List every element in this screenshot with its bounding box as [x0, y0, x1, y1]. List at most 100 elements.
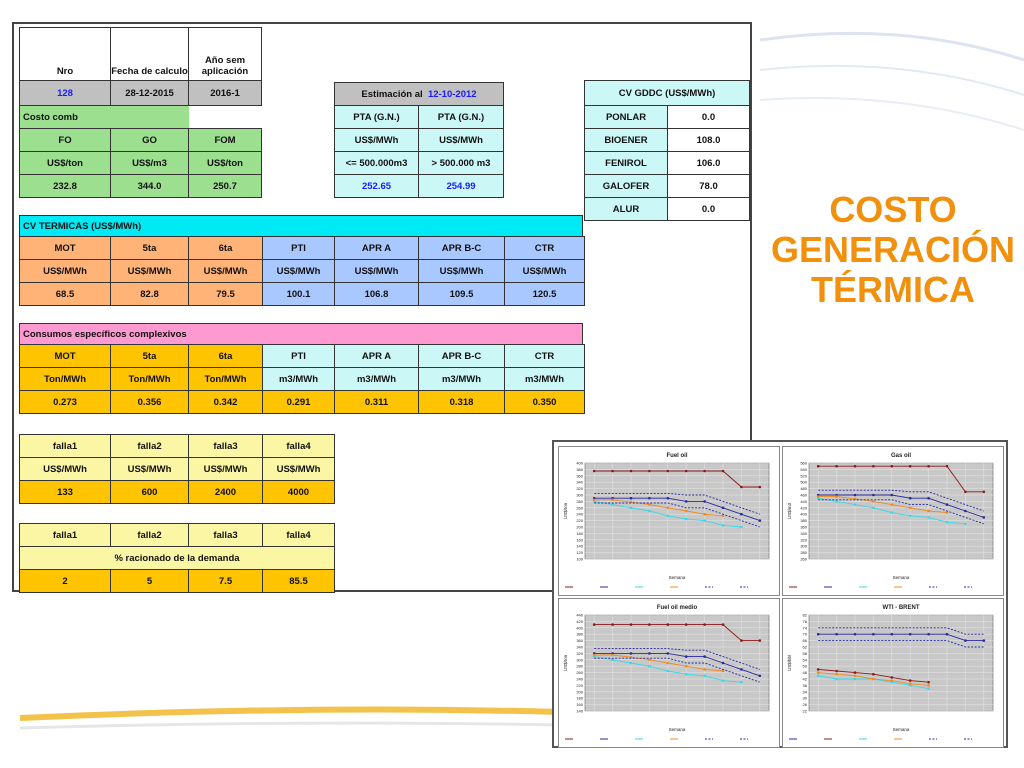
racionado-value-3: 85.5: [262, 569, 335, 593]
y-tick-label: 420: [800, 505, 807, 510]
series-point: [816, 464, 820, 468]
chart-svg-1: Gas oil560540520500480460440420400380360…: [787, 453, 994, 588]
y-tick-label: 46: [803, 670, 808, 675]
chart-title: Fuel oil medio: [657, 605, 698, 611]
series-point: [629, 623, 633, 626]
series-line-5: [818, 499, 984, 525]
series-point: [648, 503, 651, 506]
consumos-units-1: Ton/MWh: [110, 367, 189, 391]
cv_termicas-values-3: 100.1: [262, 282, 335, 306]
y-tick-label: 280: [800, 550, 807, 555]
series-point: [666, 669, 670, 673]
falla-units-3: US$/MWh: [262, 457, 335, 481]
y-tick-label: 140: [576, 709, 583, 714]
cv-gddc-value-1: 108.0: [667, 128, 750, 152]
series-line-1: [594, 497, 760, 522]
y-tick-label: 220: [576, 518, 583, 523]
series-point: [611, 498, 614, 502]
cv-gddc-value-2: 106.0: [667, 151, 750, 175]
cv_termicas-cols-6: CTR: [504, 236, 585, 260]
series-point: [964, 522, 967, 526]
series-point: [853, 493, 857, 497]
consumos-cols-3: PTI: [262, 344, 335, 368]
y-tick-label: 340: [576, 645, 583, 650]
series-point: [666, 652, 670, 655]
series-point: [684, 672, 688, 676]
cv_termicas-cols-5: APR B-C: [418, 236, 505, 260]
cv-gddc-name-4: ALUR: [584, 197, 668, 221]
series-point: [648, 664, 651, 668]
header-ano-label: Año sem aplicación: [188, 27, 262, 81]
series-point: [816, 674, 820, 678]
y-tick-label: 120: [576, 550, 583, 555]
series-point: [945, 632, 949, 636]
y-tick-label: 460: [800, 493, 807, 498]
y-tick-label: 38: [803, 683, 808, 688]
racionado-col-1: falla2: [110, 523, 189, 547]
series-point: [853, 677, 857, 681]
series-point: [666, 506, 670, 510]
series-point: [927, 509, 930, 513]
costo-comb-col-go: GO: [110, 128, 189, 152]
series-point: [648, 496, 651, 500]
series-point: [908, 506, 912, 510]
racionado-col-3: falla4: [262, 523, 335, 547]
series-point: [890, 464, 894, 468]
series-point: [835, 672, 838, 676]
y-tick-label: 420: [576, 619, 583, 624]
series-point: [666, 496, 670, 500]
y-tick-label: 100: [576, 557, 583, 562]
series-point: [982, 516, 986, 519]
cv-gddc-name-1: BIOENER: [584, 128, 668, 152]
y-tick-label: 200: [576, 689, 583, 694]
y-tick-label: 22: [803, 709, 808, 714]
cv_termicas-units-4: US$/MWh: [334, 259, 419, 283]
series-point: [629, 652, 633, 655]
series-point: [816, 668, 820, 671]
y-tick-label: 380: [800, 518, 807, 523]
series-point: [648, 509, 651, 513]
estimacion-col-2: PTA (G.N.): [418, 105, 504, 129]
series-point: [758, 519, 762, 522]
series-point: [721, 514, 725, 518]
y-tick-label: 380: [576, 467, 583, 472]
consumos-units-0: Ton/MWh: [19, 367, 111, 391]
series-point: [721, 679, 725, 682]
estimacion-date: 12-10-2012: [427, 88, 477, 100]
y-tick-label: 320: [576, 651, 583, 656]
y-axis-label: US$/bbl: [787, 655, 792, 671]
y-tick-label: 240: [576, 512, 583, 517]
series-point: [927, 516, 930, 519]
title-line-1: COSTO: [829, 190, 957, 230]
header-ano-value: 2016-1: [188, 80, 262, 106]
header-nro-value: 128: [19, 80, 111, 106]
series-point: [872, 506, 875, 510]
y-tick-label: 50: [803, 664, 808, 669]
costo-comb-unit-fo: US$/ton: [19, 151, 111, 175]
y-tick-label: 400: [800, 512, 807, 517]
chart-svg-3: WTI - BRENT82787470666258545046423834302…: [787, 605, 994, 740]
estimacion-value-1: 252.65: [334, 174, 419, 198]
series-point: [835, 464, 838, 468]
costo-comb-value-fo: 232.8: [19, 174, 111, 198]
series-point: [592, 498, 596, 502]
series-point: [964, 509, 967, 513]
series-point: [908, 679, 912, 682]
series-point: [611, 623, 614, 626]
falla-values-0: 133: [19, 480, 111, 504]
series-point: [908, 632, 912, 636]
y-tick-label: 200: [576, 525, 583, 530]
y-tick-label: 320: [800, 537, 807, 542]
cv_termicas-cols-1: 5ta: [110, 236, 189, 260]
series-point: [592, 469, 596, 473]
y-tick-label: 400: [576, 625, 583, 630]
series-point: [945, 520, 949, 524]
series-point: [945, 511, 949, 514]
falla-units-0: US$/MWh: [19, 457, 111, 481]
cv_termicas-units-6: US$/MWh: [504, 259, 585, 283]
series-point: [611, 469, 614, 473]
y-tick-label: 360: [576, 473, 583, 478]
series-point: [853, 503, 857, 506]
series-line-0: [818, 633, 984, 642]
